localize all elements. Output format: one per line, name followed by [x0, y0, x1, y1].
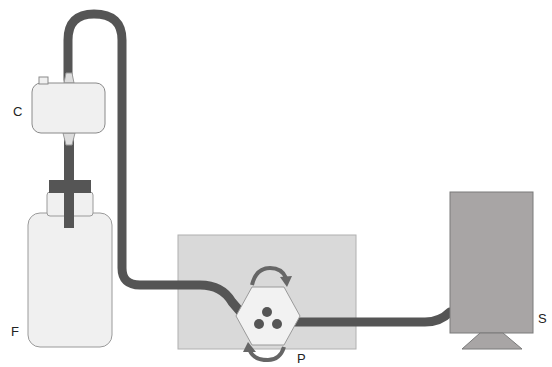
pump-roller: [254, 319, 264, 329]
rotation-arrow: [250, 347, 284, 360]
arrow-head: [243, 342, 256, 352]
cartridge-vent: [39, 77, 48, 84]
part-letter: F: [11, 325, 19, 338]
rotation-arrow: [252, 268, 286, 285]
cartridge: [32, 83, 105, 133]
cartridge-outlet: [63, 133, 75, 145]
pump-head: [236, 287, 300, 345]
pump-housing: [178, 235, 356, 349]
instrument: [450, 192, 533, 333]
part-letter: S: [538, 312, 547, 325]
instrument-stand: [462, 333, 522, 349]
pump-roller: [262, 307, 272, 317]
feed-bottle: [28, 213, 112, 347]
pump-roller: [272, 319, 282, 329]
cartridge-inlet: [64, 73, 74, 83]
outlet-tube: [286, 312, 450, 322]
arrow-head: [280, 276, 292, 287]
dip-tube: [64, 138, 74, 228]
part-letter: C: [13, 105, 22, 118]
part-letter: P: [297, 352, 306, 365]
